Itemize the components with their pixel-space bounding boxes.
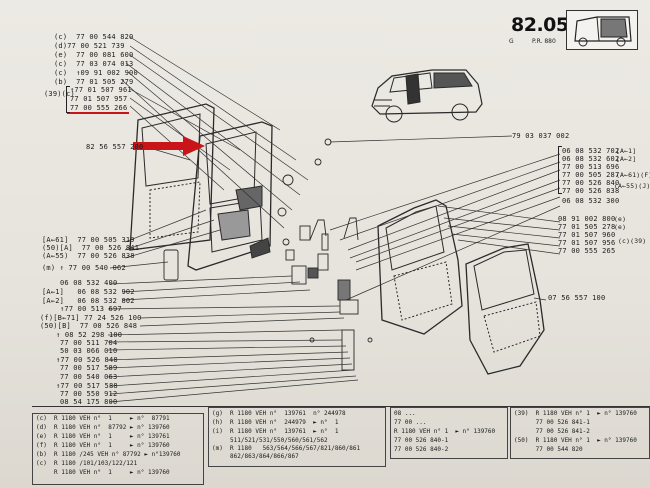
table-row: 862/863/864/866/867 — [212, 453, 299, 460]
table-column-mid — [208, 407, 386, 467]
callout-label: 06 08 532 602 — [562, 155, 620, 163]
table-row: 77 00 526 840-1 — [394, 437, 449, 444]
table-row: (m) R 1180 563/564/566/567/821/860/861 — [212, 445, 361, 452]
callout-label: 77 01 507 957 — [70, 95, 128, 103]
callout-label: 77 01 505 278 — [558, 223, 616, 231]
callout-label: 77 00 555 265 — [558, 247, 616, 255]
callout-tag: [A←1] — [616, 147, 637, 155]
table-row: 77 00 544 820 — [514, 446, 583, 453]
table-row: (h) R 1180 VEH n° 244979 ► n° 1 — [212, 419, 339, 426]
front-door-left — [129, 103, 273, 271]
callout-tag: (A←55)(J)(50) — [614, 182, 650, 190]
callout-label: 77 01 507 960 — [558, 231, 616, 239]
table-row: (d) R 1180 VEH n° 87792 ► n° 139760 — [36, 424, 170, 431]
callout-label: (c) 77 03 074 013 — [54, 60, 134, 68]
page-ref: P.R. 880 — [532, 38, 556, 45]
callout-bracket — [66, 86, 70, 113]
rear-door-panel-1 — [377, 199, 463, 335]
callout-label: 77 00 505 287 — [562, 171, 620, 179]
table-row: R 1180 VEH n° 1 ► n° 139760 — [36, 469, 170, 476]
callout-tag: (c)(39) — [618, 237, 647, 245]
table-row: 511/521/531/550/560/561/562 — [212, 437, 328, 444]
table-column-left — [32, 413, 204, 485]
rear-door-panel-2 — [465, 243, 545, 375]
leader-lines-left — [107, 36, 359, 403]
page-sub: G — [509, 38, 514, 45]
callout-label: (b) 77 01 505 279 — [54, 78, 134, 86]
callout-label: ↑77 01 507 961 — [70, 86, 132, 94]
callout-label: (c) 77 00 544 820 — [54, 33, 134, 41]
callout-label: 77 00 550 912 — [60, 390, 118, 398]
callout-label: (e) 77 00 081 600 — [54, 51, 134, 59]
callout-label: ↑77 00 526 848 — [56, 356, 118, 364]
callout-label: 77 00 526 838 — [562, 187, 620, 195]
callout-label: (d)77 00 521 739 — [54, 42, 125, 50]
table-row: (f) R 1180 VEH n° 1 ► n° 139760 — [36, 442, 170, 449]
callout-label: 08 54 175 800 — [60, 398, 118, 406]
page-number: 82.05 — [511, 14, 569, 36]
table-row: 08 ... — [394, 410, 416, 417]
callout-label: 06 08 532 702 — [562, 147, 620, 155]
table-row: 77 00 526 840-2 — [394, 446, 449, 453]
callout-label: 06 08 532 300 — [562, 197, 620, 205]
table-row: (39) R 1180 VEH n° 1 ► n° 139760 — [514, 410, 637, 417]
table-row: (g) R 1180 VEH n° 139761 n° 244978 — [212, 410, 346, 417]
callout-label: (c) ↑09 91 002 900 — [54, 69, 138, 77]
car-illustration — [371, 69, 483, 123]
callout-tag: (A←61)(F) — [616, 171, 650, 179]
table-row: 77 00 526 841-2 — [514, 428, 590, 435]
table-row: (i) R 1180 VEH n° 139761 ► n° 1 — [212, 428, 339, 435]
callout-label: [A←61] 77 00 505 319 — [42, 236, 135, 244]
callout-label: 82 56 557 200 — [86, 143, 144, 151]
callout-label: 77 00 511 704 — [60, 339, 118, 347]
table-row: (b) R 1180 /245 VEH n° 87792 ► n°139760 — [36, 451, 181, 458]
table-row: 77 00 526 841-1 — [514, 419, 590, 426]
table-row: (c) R 1180 VEH n° 1 ► n° 87791 — [36, 415, 170, 422]
callout-label: 77 00 517 589 — [60, 364, 118, 372]
table-row: 77 00 ... — [394, 419, 427, 426]
table-row: (e) R 1180 VEH n° 1 ► n° 139761 — [36, 433, 170, 440]
applicability-table: (c) R 1180 VEH n° 1 ► n° 87791 (d) R 118… — [32, 406, 650, 488]
callout-label: 79 03 037 002 — [512, 132, 570, 140]
callout-label: [A←2] 06 08 532 802 — [42, 297, 135, 305]
callout-label: 77 01 507 956 — [558, 239, 616, 247]
callout-label: (A←55) 77 00 526 838 — [42, 252, 135, 260]
callout-label: 77 00 526 840 — [562, 179, 620, 187]
callout-label: 77 00 540 063 — [60, 373, 118, 381]
callout-label: (m) ↑ 77 00 540 062 — [42, 264, 126, 272]
table-column-3 — [390, 407, 508, 459]
callout-label: [A←1] 06 08 532 902 — [42, 288, 135, 296]
header-door-thumbnail — [566, 10, 638, 50]
callout-label: 77 00 555 266 — [70, 104, 128, 112]
callout-label: 50 03 066 010 — [60, 347, 118, 355]
callout-label: 07 56 557 100 — [548, 294, 606, 302]
callout-prefix: (39)(c) — [44, 90, 75, 98]
table-row: (50) R 1180 VEH n° 1 ► n° 139760 — [514, 437, 637, 444]
door-thumbnail-icon — [574, 16, 632, 47]
callout-label: (50)[A] 77 00 526 841 — [42, 244, 140, 252]
small-hardware — [163, 138, 373, 371]
callout-tag: [A←2] — [616, 155, 637, 163]
red-arrow-icon — [133, 136, 205, 156]
leader-lines-right — [329, 135, 561, 301]
table-row: (c) R 1180 /101/103/122/121 — [36, 460, 138, 467]
callout-label: (50)[B] 77 00 526 848 — [40, 322, 138, 330]
callout-label: 08 91 002 800 — [558, 215, 616, 223]
callout-label: (f)[B←71] 77 24 526 100 — [40, 314, 142, 322]
callout-tag: (e) — [614, 223, 627, 231]
callout-label: 06 08 532 400 — [60, 279, 118, 287]
callout-bracket — [558, 146, 562, 194]
highlight-underline — [67, 112, 129, 114]
callout-label: ↑ 08 52 298 100 — [56, 331, 123, 339]
callout-label: ↑77 00 517 588 — [56, 382, 118, 390]
table-row: R 1180 VEH n° 1 ► n° 139760 — [394, 428, 496, 435]
callout-label: 77 00 513 696 — [562, 163, 620, 171]
callout-label: ↑77 00 513 697 — [60, 305, 122, 313]
callout-tag: (e) — [614, 215, 627, 223]
